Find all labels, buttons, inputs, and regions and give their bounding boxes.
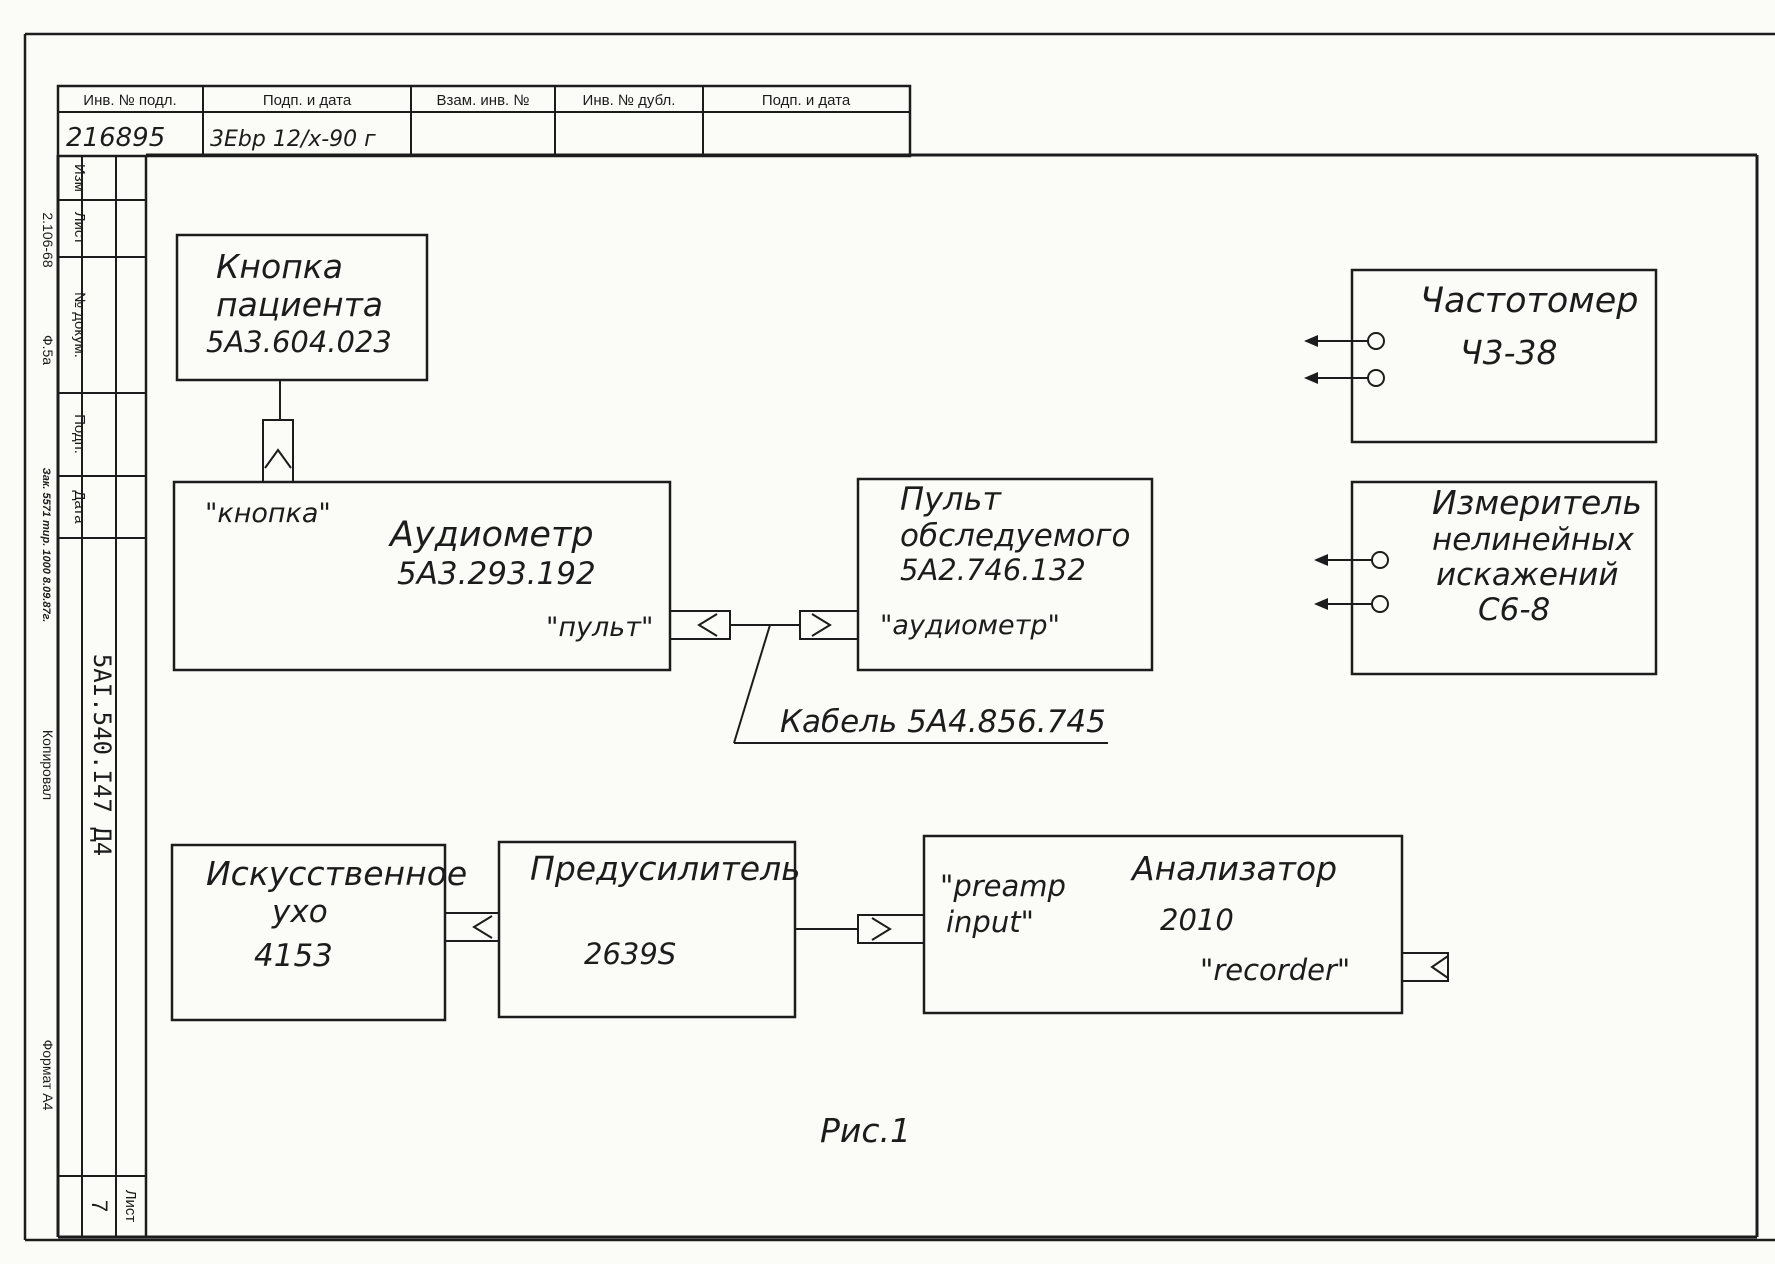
title-header-inv-orig: Инв. № подл. [83, 92, 176, 109]
stamp-label-sheet: Лист [71, 212, 88, 245]
frequency-meter-title: Частотомер [1420, 281, 1638, 321]
stamp-label-change: Изм [71, 164, 88, 192]
patient-button-subtitle: пациента [216, 285, 383, 324]
connector-analyzer-recorder [1401, 952, 1449, 982]
distortion-meter-title: Измеритель [1432, 483, 1642, 522]
title-header-inv-dup: Инв. № дубл. [583, 92, 676, 109]
audiometer-port-remote: "пульт" [546, 612, 653, 643]
block-preamplifier: Предусилитель 2639S [497, 840, 801, 1019]
stamp-sheet-number: 7 [87, 1200, 112, 1212]
subject-console-title: Пульт [900, 480, 1002, 518]
title-value-signature-date: 3Ebp 12/x-90 г [210, 127, 376, 152]
audiometer-name: Аудиометр [388, 515, 594, 555]
block-frequency-meter: Частотомер Ч3-38 [1350, 268, 1658, 444]
stamp-copied: Копировал [40, 730, 56, 800]
connector-ear-preamp [444, 912, 500, 942]
analyzer-name: Анализатор [1130, 849, 1337, 888]
stamp-standard: 2.106-68 [40, 212, 56, 267]
stamp-sheet-label: Лист [122, 1190, 139, 1223]
arrow-left-icon [1314, 554, 1328, 566]
terminal-icon [1367, 332, 1385, 350]
block-patient-button: Кнопка пациента 5А3.604.023 [175, 233, 429, 382]
block-audiometer: "кнопка" Аудиометр 5А3.293.192 "пульт" [172, 480, 672, 672]
distortion-meter-line3: искажений [1436, 557, 1618, 593]
arrow-left-icon [1314, 598, 1328, 610]
title-value-inv-orig: 216895 [66, 123, 165, 153]
stamp-label-doc-number: № докум. [71, 292, 88, 358]
side-stamp: Изм Лист № докум. Подп. Дата 2.106-68 Ф.… [40, 156, 148, 1237]
connector-console-audiometer [799, 610, 859, 640]
subject-console-code: 5А2.746.132 [900, 553, 1086, 587]
block-subject-console: Пульт обследуемого 5А2.746.132 "аудиомет… [856, 477, 1154, 672]
connector-audiometer-remote [669, 610, 731, 640]
cable-label: Кабель 5А4.856.745 [780, 704, 1106, 740]
stamp-order: Зак. 5571 тир. 1000 8.09.87г. [40, 468, 52, 623]
artificial-ear-subtitle: ухо [271, 894, 328, 930]
distortion-meter-terminals [1314, 551, 1389, 613]
distortion-meter-line2: нелинейных [1432, 522, 1635, 558]
terminal-icon [1371, 595, 1389, 613]
frequency-meter-terminals [1304, 332, 1385, 387]
arrow-left-icon [1304, 335, 1318, 347]
patient-button-code: 5А3.604.023 [206, 325, 392, 359]
connector-preamp-analyzer [857, 914, 925, 944]
terminal-icon [1367, 369, 1385, 387]
figure-caption: Рис.1 [820, 1111, 911, 1150]
stamp-label-date: Дата [71, 490, 88, 524]
stamp-label-signature: Подп. [71, 414, 88, 454]
title-header-sign-date: Подп. и дата [263, 92, 352, 109]
artificial-ear-code: 4153 [254, 938, 333, 974]
subject-console-port: "аудиометр" [880, 610, 1060, 641]
title-header-replaced-inv: Взам. инв. № [437, 92, 530, 109]
stamp-form: Ф.5а [40, 335, 56, 365]
patient-button-title: Кнопка [216, 247, 343, 286]
cable-leader-line [733, 624, 771, 744]
preamplifier-code: 2639S [584, 937, 676, 971]
block-distortion-meter: Измеритель нелинейных искажений С6-8 [1350, 480, 1658, 676]
audiometer-port-button: "кнопка" [205, 498, 331, 529]
audiometer-code: 5А3.293.192 [397, 556, 596, 592]
stamp-format: Формат А4 [40, 1040, 56, 1111]
distortion-meter-code: С6-8 [1478, 592, 1550, 628]
preamplifier-name: Предусилитель [530, 849, 801, 888]
connector-button-audiometer [262, 419, 294, 483]
title-header-sign-date-2: Подп. и дата [762, 92, 851, 109]
arrow-left-icon [1304, 372, 1318, 384]
title-block: Инв. № подл. Подп. и дата Взам. инв. № И… [56, 84, 912, 158]
analyzer-port-in-line1: "preamp [940, 869, 1066, 903]
block-artificial-ear: Искусственное ухо 4153 [170, 843, 467, 1022]
terminal-icon [1371, 551, 1389, 569]
outer-frame [23, 32, 1775, 1242]
frequency-meter-code: Ч3-38 [1460, 333, 1558, 372]
artificial-ear-title: Искусственное [206, 854, 467, 893]
analyzer-port-in-line2: input" [946, 905, 1034, 939]
subject-console-subtitle: обследуемого [900, 518, 1130, 554]
analyzer-code: 2010 [1160, 903, 1234, 937]
block-analyzer: "preamp input" Анализатор 2010 "recorder… [922, 834, 1404, 1015]
analyzer-port-out: "recorder" [1200, 953, 1350, 987]
stamp-doc-number: 5АI.540.I47 Д4 [88, 654, 116, 856]
